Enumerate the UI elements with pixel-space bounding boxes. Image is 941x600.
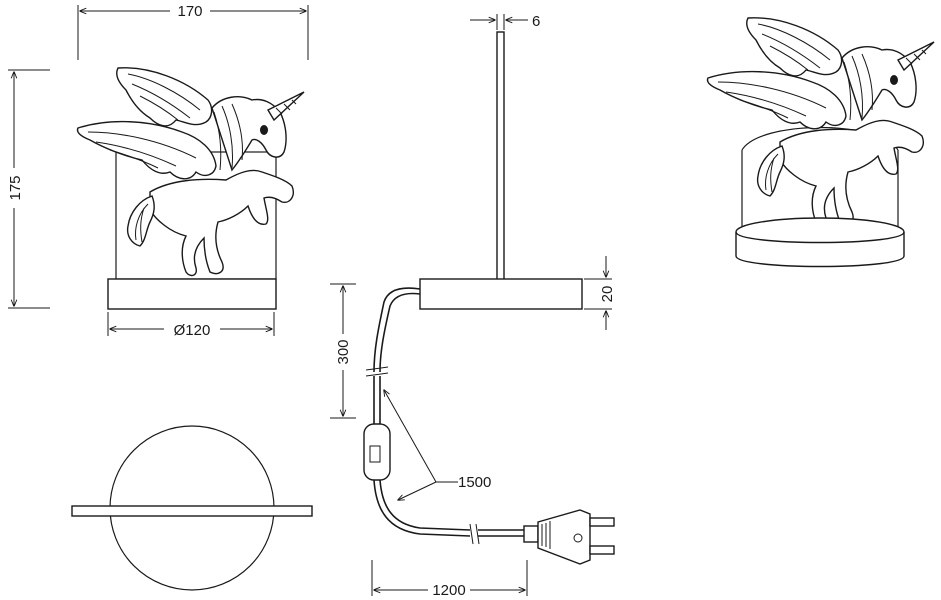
perspective-view: [706, 17, 935, 268]
dim-switch-plug-label: 1200: [432, 582, 465, 599]
dim-cable-switch-label: 300: [335, 339, 352, 364]
power-plug: [523, 509, 615, 565]
dim-cable-total-label: 1500: [458, 474, 491, 491]
dim-height-label: 175: [7, 175, 24, 200]
dim-base-height-label: 20: [599, 286, 616, 303]
front-base: [107, 278, 277, 310]
side-view: 6 20 3: [330, 13, 616, 599]
side-base: [419, 278, 583, 310]
side-panel: [496, 31, 505, 281]
dim-base-diameter-label: Ø120: [174, 322, 211, 339]
unicorn-front: [76, 67, 305, 277]
dim-thickness-label: 6: [532, 13, 540, 30]
cable-switch: [363, 423, 391, 481]
front-view: 170 175 Ø120: [4, 3, 309, 339]
top-panel: [71, 505, 313, 517]
top-view: [71, 425, 313, 591]
dim-width-label: 170: [177, 3, 202, 20]
